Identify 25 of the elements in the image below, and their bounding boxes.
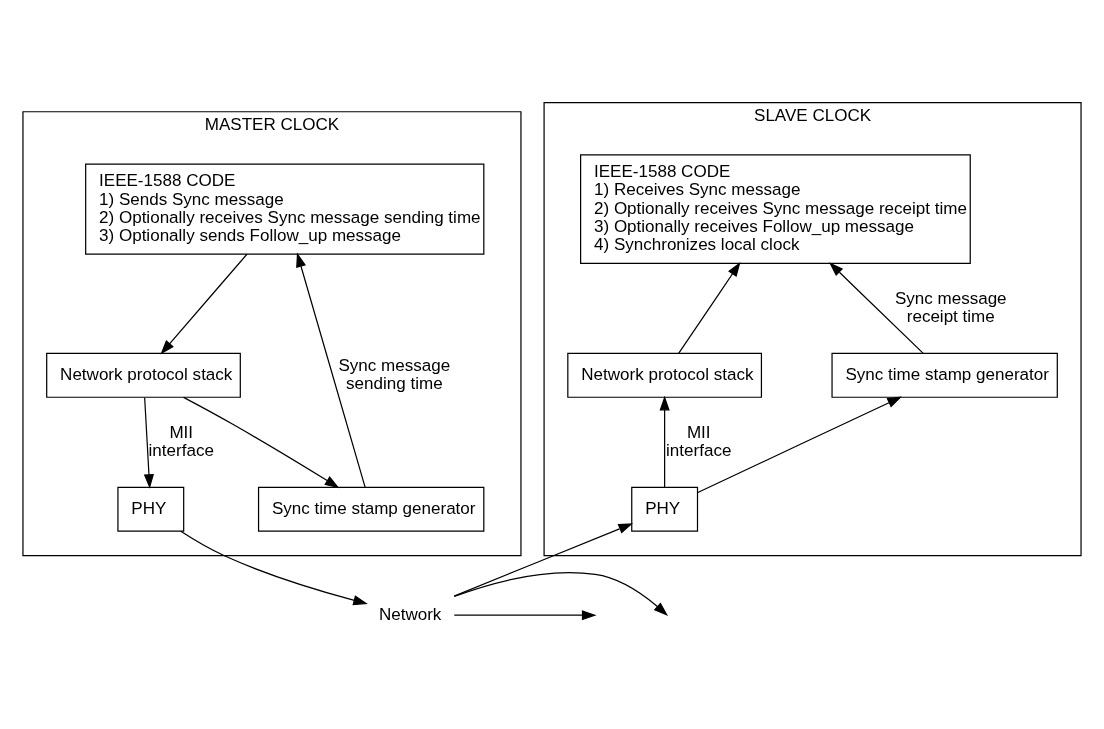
edge-label: Sync message sending time [338,355,451,393]
node-text: Network [378,604,442,624]
node-box: PHY [117,486,185,532]
arrow [160,253,248,354]
node-box: Network protocol stack [46,352,241,398]
arrow [453,609,597,620]
arrow [143,396,155,489]
arrow [697,396,902,493]
arrow [829,261,924,354]
node-box: IEEE-1588 CODE 1) Receives Sync message 2) Optionally receives Sync message receipt time 3) Optionally receives Follow_up message 4) Synchronizes local clock [580,153,971,264]
node-box: PHY [631,486,699,532]
arrow [182,396,340,488]
arrow [659,395,670,488]
arrow [678,261,741,354]
node-box: Sync time stamp generator [831,352,1058,398]
arrow [453,571,669,616]
arrow [453,522,634,597]
node-box: IEEE-1588 CODE 1) Sends Sync message 2) Optionally receives Sync message sending time 3) Optionally sends Follow_up message [85,163,485,255]
edge-label: MII interface [148,422,214,460]
edge-label: MII interface [666,422,732,460]
node-box: Network protocol stack [567,352,763,398]
node-box: Sync time stamp generator [257,486,485,532]
edge-label: Sync message receipt time [894,288,1007,326]
arrow [180,530,368,605]
arrow [296,252,366,488]
